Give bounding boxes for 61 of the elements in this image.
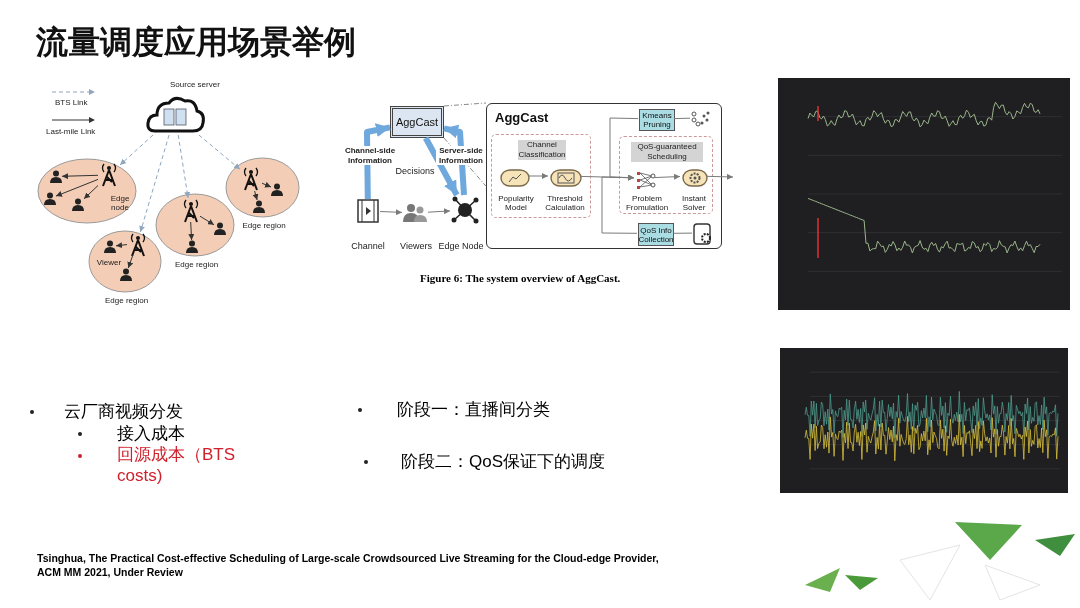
arrow [139,134,170,233]
region-label: Edge region [175,260,219,269]
node-label: Edge node [109,194,131,212]
bullet-text: 阶段一：直播间分类 [397,399,551,421]
arrow [198,134,241,170]
arrow [423,136,460,197]
arrow [127,254,134,269]
arrow [199,215,215,226]
group-heading: QoS-guaranteed Scheduling [631,142,703,162]
arrow [705,173,734,180]
region-label: Edge region [242,221,286,230]
arrow [115,242,128,249]
slide-title: 流量调度应用场景举例 [36,23,357,62]
arrow [83,185,99,200]
node-label: Source server [170,80,221,90]
arrow [364,123,391,200]
arrow [188,221,195,241]
arrow [261,181,272,188]
figure-caption: Figure 6: The system overview of AggCast. [420,272,622,284]
arrow [61,173,99,180]
process-box: Kmeans Pruning [639,109,675,131]
bullet-text: 回源成本（BTS costs) [117,444,237,486]
arrow [443,124,467,196]
arrow [379,209,403,216]
process-box: QoS Info Collection [638,223,674,246]
node-label: Problem Fromulation [624,194,670,212]
connector-line [672,232,693,234]
group-heading: Channel Classification [518,140,566,160]
node-label: Instant Solver [681,194,707,212]
edge-label: Channel-side Information [342,146,398,165]
node-label: Viewers [399,241,433,251]
edge-label: Server-side Information [436,146,486,165]
legend-label: BTS Link [55,98,88,107]
arrow [119,134,154,166]
zoom-line [443,102,487,107]
zoom-line [443,137,487,187]
bullet-text: 云厂商视频分发 [64,401,184,423]
bullet-text: 阶段二：QoS保证下的调度 [401,451,607,473]
legend-label: Last-mile Link [46,127,96,136]
arrow [252,190,259,201]
node-label: Edge Node [438,241,484,251]
panel-heading: AggCast [495,110,549,125]
app-window-box: AggCast [390,106,444,138]
node-label: Threshold Calculation [544,194,586,212]
node-label: Viewer [95,258,123,267]
system-panel [486,103,722,249]
arrow [427,208,451,215]
arrow [55,178,99,197]
dashed-group-frame [491,134,591,218]
dashed-group-frame [619,136,713,214]
bullet-text: 接入成本 [117,423,186,445]
connector-line [673,117,691,120]
arrow [177,134,191,199]
arrow [601,174,638,234]
region-label: Edge region [105,296,149,305]
edge-label: Decisions [394,167,436,177]
node-label: Channel [350,241,386,251]
node-label: Popularity Model [497,194,535,212]
arrow [527,173,549,179]
arrow [653,173,681,180]
citation-text: Tsinghua, The Practical Cost-effective Scheduling of Large-scale Crowdsourced Live Streaming for the Cloud-edge Provider, ACM MM 2021, Under Review [37,551,660,579]
